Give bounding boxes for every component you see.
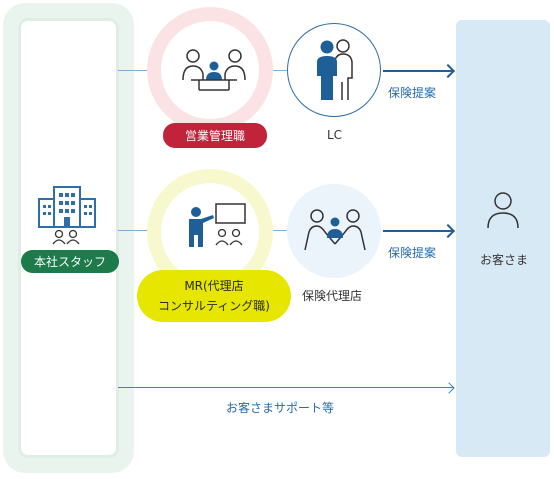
staff-pill: 本社スタッフ [21,250,119,273]
customer-column [456,20,550,457]
mr-pill-line-1: MR(代理店 [184,279,244,293]
mr-circle [161,183,259,281]
support-arrow-head [443,382,455,394]
proposal-arrow-mid-head [440,223,456,239]
proposal-arrow-top-head [440,63,456,79]
staff-people-icon [52,229,80,245]
meeting-icon [182,49,246,91]
proposal-arrow-mid [383,230,453,232]
handshake-icon [304,209,366,251]
staff-column [18,18,119,458]
customer-icon [487,192,519,229]
building-icon [38,186,96,228]
proposal-arrow-top [383,70,453,72]
connector-mid-left [118,230,148,231]
proposal-label-mid: 保険提案 [388,246,437,260]
mr-pill: MR(代理店 コンサルティング職) [137,270,291,322]
presenter-icon [189,203,246,247]
connector-mid-mid [270,230,288,231]
lc-label: LC [327,128,343,142]
manager-pill: 営業管理職 [163,123,267,148]
customer-label: お客さま [480,253,529,267]
connector-top-mid [270,70,288,71]
support-arrow [118,387,454,388]
proposal-label-top: 保険提案 [388,86,437,100]
support-label: お客さまサポート等 [226,401,335,415]
agency-label: 保険代理店 [302,289,363,303]
advisor-pair-icon [317,39,353,100]
connector-top-left [118,70,148,71]
mr-pill-line-2: コンサルティング職) [158,299,270,313]
